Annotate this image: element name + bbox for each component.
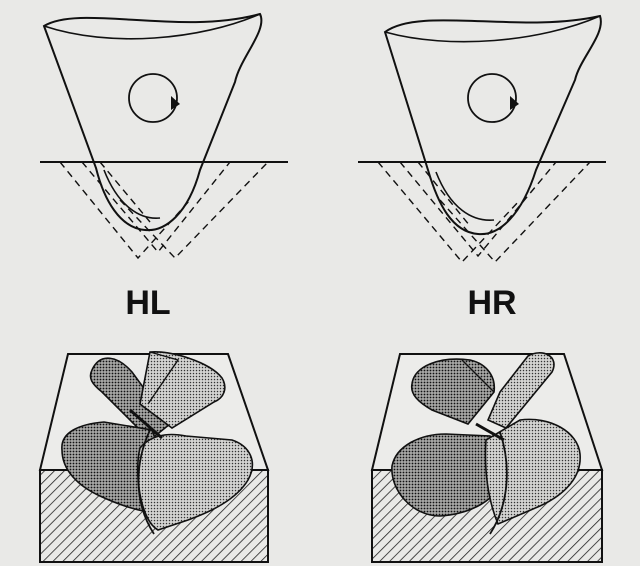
hr-cutter-diagram (358, 14, 606, 264)
groove-outline-dashed (377, 161, 591, 264)
hl-cutter-diagram (40, 12, 288, 260)
rotation-arrow-icon (467, 73, 517, 123)
groove-outline-dashed (59, 161, 269, 260)
hr-workpiece (370, 352, 604, 563)
hr-cutter-body (383, 14, 602, 236)
rotation-arrow-icon (128, 73, 178, 123)
hl-cutter-body (42, 12, 263, 232)
hr-label: HR (467, 284, 517, 322)
hl-workpiece (38, 351, 270, 563)
hl-label: HL (125, 284, 171, 322)
